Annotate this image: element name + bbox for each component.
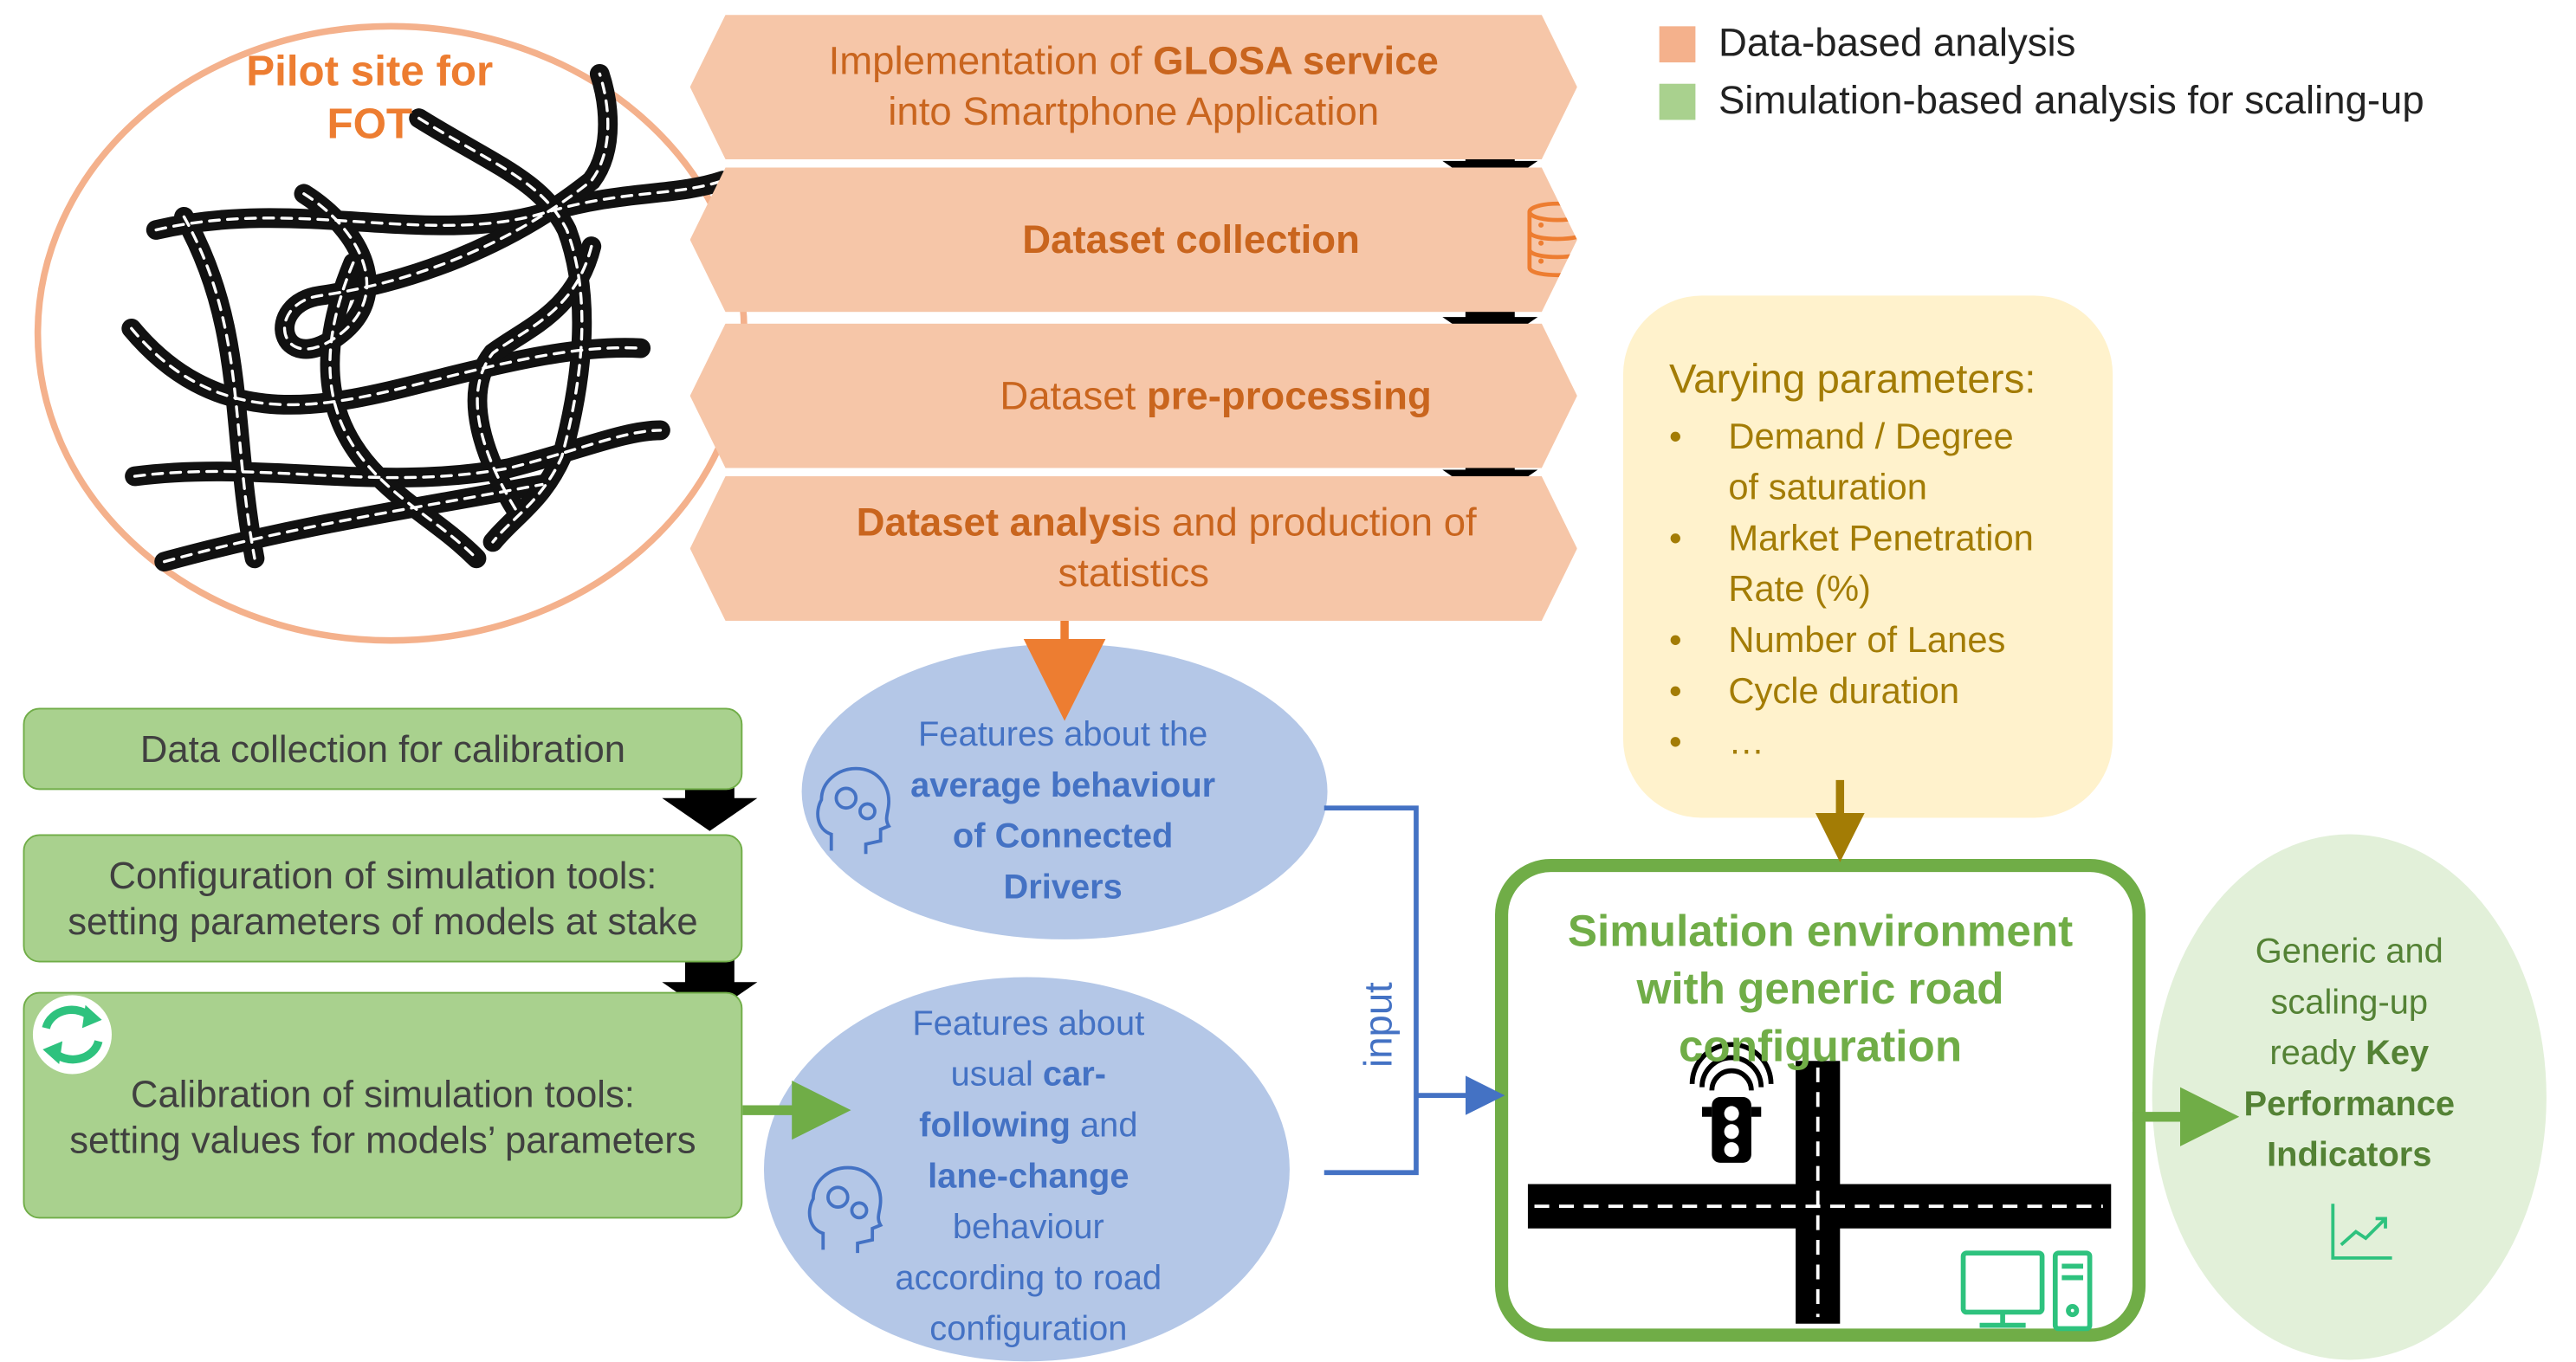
features-average-ellipse (801, 643, 1328, 939)
param-item: Market Penetration (1669, 513, 2100, 564)
step-configuration-simulation: Configuration of simulation tools: setti… (23, 834, 743, 963)
pilot-site-title: Pilot site for FOT (181, 42, 559, 151)
database-icon (1527, 201, 1577, 278)
features-usual-line4: lane-change (928, 1157, 1129, 1195)
param-item-cont: Rate (%) (1728, 568, 1871, 610)
kpi-line3: ready Key (2269, 1033, 2430, 1072)
param-item: Cycle duration (1669, 665, 2100, 716)
dataset-collection-label: Dataset collection (1022, 217, 1360, 262)
features-average-text: Features about the average behaviour of … (874, 709, 1252, 913)
traffic-light-icon (1689, 1042, 1774, 1163)
head-gears-icon (816, 766, 891, 855)
features-average-bold3: Drivers (1003, 868, 1123, 907)
simenv-line3: configuration (1678, 1020, 1963, 1070)
input-label: input (1356, 982, 1401, 1068)
param-item: Number of Lanes (1669, 614, 2100, 665)
calibration-line2: setting values for models’ parameters (69, 1118, 696, 1161)
road-network-icon (121, 63, 733, 572)
simenv-line1: Simulation environment (1567, 906, 2074, 955)
step-dataset-analysis: Dataset analysis and production of stati… (689, 476, 1577, 621)
features-usual-line7: configuration (929, 1309, 1128, 1348)
step-calibration-simulation: Calibration of simulation tools: setting… (23, 991, 743, 1219)
features-usual-line2: usual car- (950, 1055, 1107, 1094)
head-gears-icon-2 (807, 1165, 883, 1254)
data-collection-calibration-label: Data collection for calibration (139, 727, 625, 771)
features-usual-line3: following and (919, 1106, 1138, 1145)
configuration-line1: Configuration of simulation tools: (108, 854, 657, 897)
kpi-ellipse (2152, 834, 2547, 1360)
varying-parameters-title: Varying parameters: (1669, 356, 2036, 403)
kpi-text: Generic and scaling-up ready Key Perform… (2202, 923, 2497, 1183)
features-usual-text: Features about usual car- following and … (846, 997, 1211, 1354)
calibration-line1: Calibration of simulation tools: (130, 1072, 635, 1115)
kpi-line5: Indicators (2267, 1135, 2432, 1174)
glosa-line2: into Smartphone Application (888, 90, 1380, 135)
step-dataset-preprocessing: Dataset pre-processing (689, 323, 1577, 468)
simulation-environment-title: Simulation environment with generic road… (1511, 903, 2129, 1074)
features-usual-line1: Features about (912, 1004, 1145, 1042)
intersection-icon (1527, 1061, 2112, 1324)
step-dataset-collection: Dataset collection (689, 167, 1577, 313)
pilot-site-line2: FOT (327, 98, 413, 148)
preprocessing-label: Dataset pre-processing (1000, 373, 1432, 418)
param-item: Demand / Degree (1669, 410, 2100, 462)
computer-icon (1960, 1250, 2093, 1332)
step-glosa-implementation: Implementation of GLOSA service into Sma… (689, 15, 1577, 159)
trend-chart-icon (2331, 1204, 2392, 1260)
input-connector (1324, 805, 1485, 1176)
varying-parameters-content: Varying parameters: Demand / Degree of s… (1669, 352, 2100, 767)
analysis-line2: statistics (1058, 552, 1209, 597)
legend-label-data: Data-based analysis (1718, 21, 2076, 66)
param-item-cont: of saturation (1728, 466, 1927, 508)
black-arrow-5 (662, 952, 758, 1016)
step-data-collection-calibration: Data collection for calibration (23, 707, 743, 791)
features-average-bold1: average behaviour (910, 766, 1216, 805)
analysis-line1: Dataset analysis and production of (856, 500, 1477, 545)
features-average-line1: Features about the (917, 715, 1208, 754)
simenv-line2: with generic road (1636, 963, 2004, 1013)
features-usual-line6: according to road (895, 1258, 1162, 1297)
varying-parameters-list: Demand / Degree of saturation Market Pen… (1669, 410, 2100, 767)
pilot-site-line1: Pilot site for (246, 46, 494, 96)
features-usual-ellipse (763, 977, 1290, 1362)
features-usual-line5: behaviour (952, 1208, 1104, 1246)
kpi-line1: Generic and (2255, 932, 2443, 971)
kpi-line4: Performance (2243, 1084, 2456, 1123)
legend-swatch-data (1659, 26, 1696, 63)
kpi-line2: scaling-up (2270, 983, 2429, 1021)
refresh-icon-overlay (32, 995, 112, 1075)
features-average-bold2: of Connected (952, 817, 1174, 856)
legend-swatch-simulation (1659, 83, 1696, 120)
param-item: … (1669, 716, 2100, 767)
glosa-line1: Implementation of GLOSA service (828, 39, 1439, 84)
configuration-line2: setting parameters of models at stake (68, 900, 698, 943)
legend-label-simulation: Simulation-based analysis for scaling-up (1718, 79, 2424, 124)
